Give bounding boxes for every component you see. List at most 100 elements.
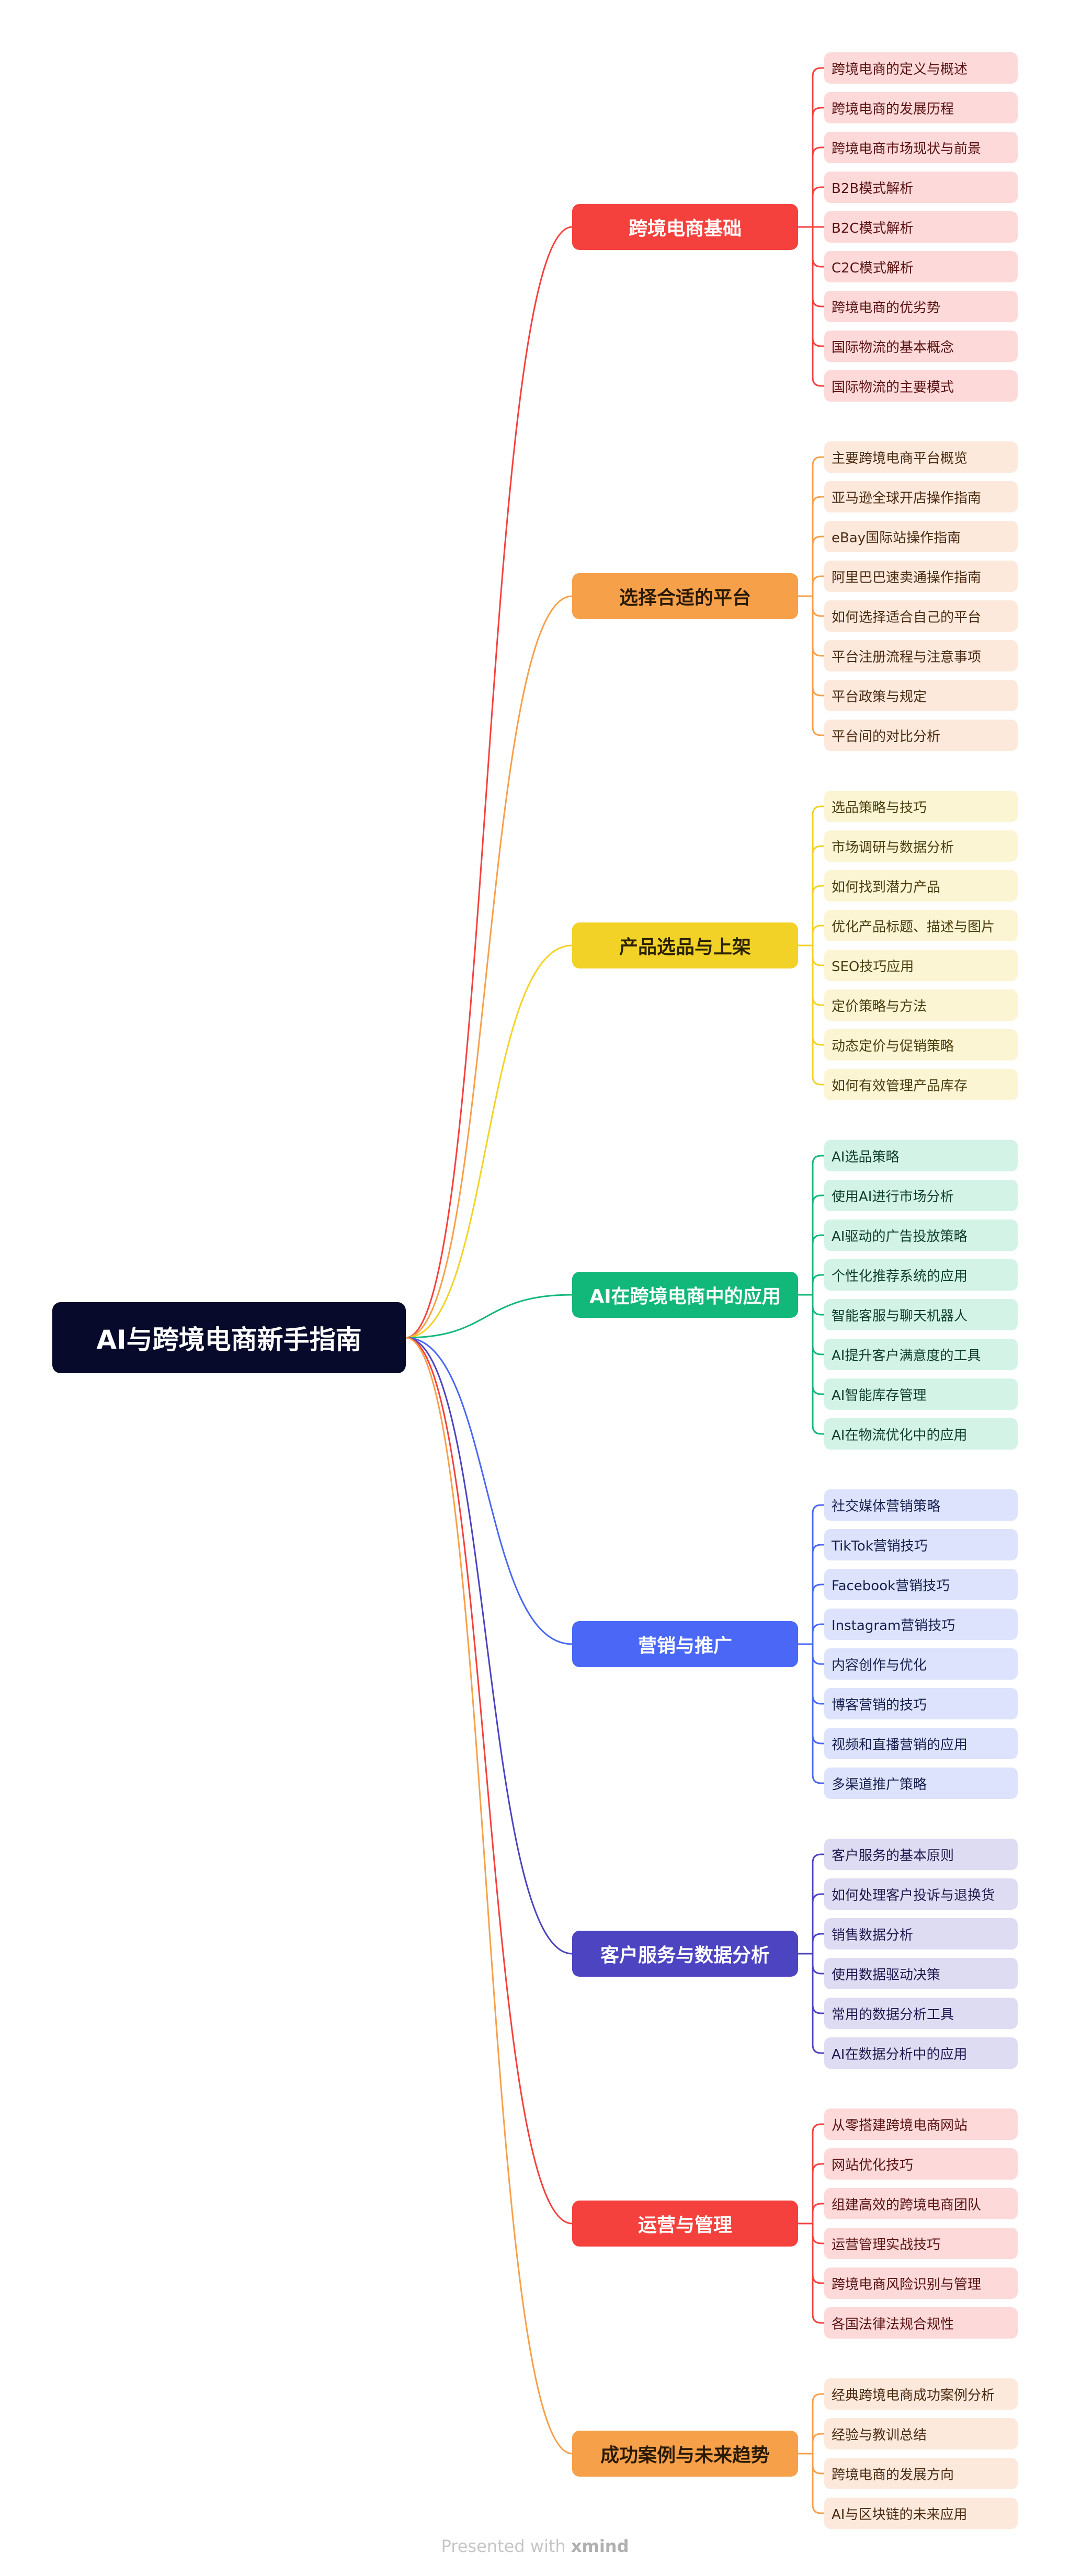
subtopic-item[interactable]: 网站优化技巧: [824, 2148, 1018, 2180]
subtopic-item[interactable]: 如何有效管理产品库存: [824, 1069, 1018, 1100]
subtopic-item[interactable]: 动态定价与促销策略: [824, 1029, 1018, 1061]
subtopic-item[interactable]: 使用AI进行市场分析: [824, 1180, 1018, 1211]
subtopic-item[interactable]: 阿里巴巴速卖通操作指南: [824, 561, 1018, 592]
root-branch-connector: [405, 226, 573, 1339]
branch-topic[interactable]: 营销与推广: [572, 1621, 798, 1667]
branch-topic[interactable]: AI在跨境电商中的应用: [572, 1272, 798, 1318]
subtopic-item[interactable]: 跨境电商的发展历程: [824, 92, 1018, 123]
subtopic-item[interactable]: 选品策略与技巧: [824, 791, 1018, 822]
leaf-connector: [812, 2454, 824, 2475]
branch-topic[interactable]: 产品选品与上架: [572, 922, 798, 968]
leaf-connector: [812, 575, 824, 596]
subtopic-item[interactable]: 销售数据分析: [824, 1918, 1018, 1950]
subtopic-item[interactable]: 跨境电商的定义与概述: [824, 52, 1018, 84]
leaf-connector: [812, 1644, 824, 1745]
subtopic-item[interactable]: Instagram营销技巧: [824, 1609, 1018, 1640]
leaf-connector: [812, 1644, 824, 1705]
subtopic-item[interactable]: SEO技巧应用: [824, 950, 1018, 981]
subtopic-item[interactable]: AI在数据分析中的应用: [824, 2037, 1018, 2069]
leaf-connector: [812, 1933, 824, 1954]
leaf-connector: [812, 1623, 824, 1644]
subtopic-item[interactable]: 视频和直播营销的应用: [824, 1728, 1018, 1759]
leaf-connector: [812, 227, 824, 387]
leaf-connector: [812, 945, 824, 966]
leaf-connector: [812, 596, 824, 657]
watermark-prefix: Presented with: [441, 2536, 566, 2556]
subtopic-item[interactable]: 平台注册流程与注意事项: [824, 640, 1018, 671]
root-topic[interactable]: AI与跨境电商新手指南: [52, 1302, 406, 1373]
subtopic-item[interactable]: 组建高效的跨境电商团队: [824, 2188, 1018, 2219]
subtopic-item[interactable]: 社交媒体营销策略: [824, 1489, 1018, 1521]
leaf-connector: [812, 2123, 824, 2224]
leaf-connector: [812, 1504, 824, 1644]
subtopic-item[interactable]: AI与区块链的未来应用: [824, 2498, 1018, 2529]
leaf-connector: [812, 1954, 824, 2014]
subtopic-item[interactable]: eBay国际站操作指南: [824, 521, 1018, 552]
leaf-connector: [812, 1644, 824, 1665]
subtopic-item[interactable]: 跨境电商的优劣势: [824, 291, 1018, 322]
subtopic-item[interactable]: AI在物流优化中的应用: [824, 1418, 1018, 1450]
subtopic-item[interactable]: 经验与教训总结: [824, 2418, 1018, 2449]
leaf-connector: [812, 227, 824, 268]
subtopic-item[interactable]: B2C模式解析: [824, 211, 1018, 243]
subtopic-item[interactable]: 跨境电商风险识别与管理: [824, 2267, 1018, 2299]
leaf-connector: [812, 596, 824, 736]
root-branch-connector: [405, 1337, 573, 2225]
leaf-connector: [812, 2393, 824, 2454]
subtopic-item[interactable]: 如何找到潜力产品: [824, 870, 1018, 902]
leaf-connector: [812, 535, 824, 596]
subtopic-item[interactable]: 优化产品标题、描述与图片: [824, 910, 1018, 941]
branch-topic[interactable]: 运营与管理: [572, 2201, 798, 2247]
leaf-connector: [812, 1295, 824, 1395]
leaf-connector: [812, 1234, 824, 1295]
branch-topic[interactable]: 成功案例与未来趋势: [572, 2431, 798, 2477]
subtopic-item[interactable]: 个性化推荐系统的应用: [824, 1259, 1018, 1291]
subtopic-item[interactable]: 平台政策与规定: [824, 680, 1018, 711]
subtopic-item[interactable]: AI提升客户满意度的工具: [824, 1339, 1018, 1370]
leaf-connector: [812, 945, 824, 1046]
subtopic-item[interactable]: B2B模式解析: [824, 172, 1018, 203]
branch-topic[interactable]: 选择合适的平台: [572, 573, 798, 619]
subtopic-item[interactable]: 亚马逊全球开店操作指南: [824, 481, 1018, 512]
leaf-connector: [812, 1583, 824, 1644]
subtopic-item[interactable]: 平台间的对比分析: [824, 720, 1018, 751]
subtopic-item[interactable]: AI智能库存管理: [824, 1378, 1018, 1410]
subtopic-item[interactable]: TikTok营销技巧: [824, 1529, 1018, 1560]
subtopic-item[interactable]: 智能客服与聊天机器人: [824, 1299, 1018, 1330]
xmind-watermark: Presented with xmind: [0, 2536, 1070, 2556]
subtopic-item[interactable]: 运营管理实战技巧: [824, 2228, 1018, 2259]
leaf-connector: [812, 596, 824, 697]
subtopic-item[interactable]: AI驱动的广告投放策略: [824, 1219, 1018, 1251]
subtopic-item[interactable]: 使用数据驱动决策: [824, 1958, 1018, 1989]
subtopic-item[interactable]: 跨境电商的发展方向: [824, 2458, 1018, 2489]
root-branch-connector: [405, 1337, 573, 1645]
leaf-connector: [812, 845, 824, 945]
root-branch-connector: [405, 1294, 573, 1339]
subtopic-item[interactable]: 市场调研与数据分析: [824, 830, 1018, 862]
subtopic-item[interactable]: 客户服务的基本原则: [824, 1839, 1018, 1870]
leaf-connector: [812, 107, 824, 227]
subtopic-item[interactable]: Facebook营销技巧: [824, 1569, 1018, 1600]
subtopic-item[interactable]: 从零搭建跨境电商网站: [824, 2108, 1018, 2140]
subtopic-item[interactable]: 主要跨境电商平台概览: [824, 441, 1018, 473]
leaf-connector: [812, 1644, 824, 1784]
subtopic-item[interactable]: 如何选择适合自己的平台: [824, 600, 1018, 632]
subtopic-item[interactable]: 跨境电商市场现状与前景: [824, 132, 1018, 163]
subtopic-item[interactable]: 如何处理客户投诉与退换货: [824, 1878, 1018, 1910]
leaf-connector: [812, 1194, 824, 1295]
subtopic-item[interactable]: AI选品策略: [824, 1140, 1018, 1171]
subtopic-item[interactable]: 多渠道推广策略: [824, 1768, 1018, 1799]
leaf-connector: [812, 2224, 824, 2284]
branch-topic[interactable]: 客户服务与数据分析: [572, 1931, 798, 1977]
subtopic-item[interactable]: C2C模式解析: [824, 251, 1018, 282]
subtopic-item[interactable]: 国际物流的主要模式: [824, 370, 1018, 402]
subtopic-item[interactable]: 各国法律法规合规性: [824, 2307, 1018, 2339]
subtopic-item[interactable]: 内容创作与优化: [824, 1648, 1018, 1680]
subtopic-item[interactable]: 定价策略与方法: [824, 989, 1018, 1021]
leaf-connector: [812, 925, 824, 945]
branch-topic[interactable]: 跨境电商基础: [572, 204, 798, 250]
subtopic-item[interactable]: 常用的数据分析工具: [824, 1998, 1018, 2029]
subtopic-item[interactable]: 博客营销的技巧: [824, 1688, 1018, 1719]
subtopic-item[interactable]: 经典跨境电商成功案例分析: [824, 2378, 1018, 2410]
subtopic-item[interactable]: 国际物流的基本概念: [824, 330, 1018, 362]
